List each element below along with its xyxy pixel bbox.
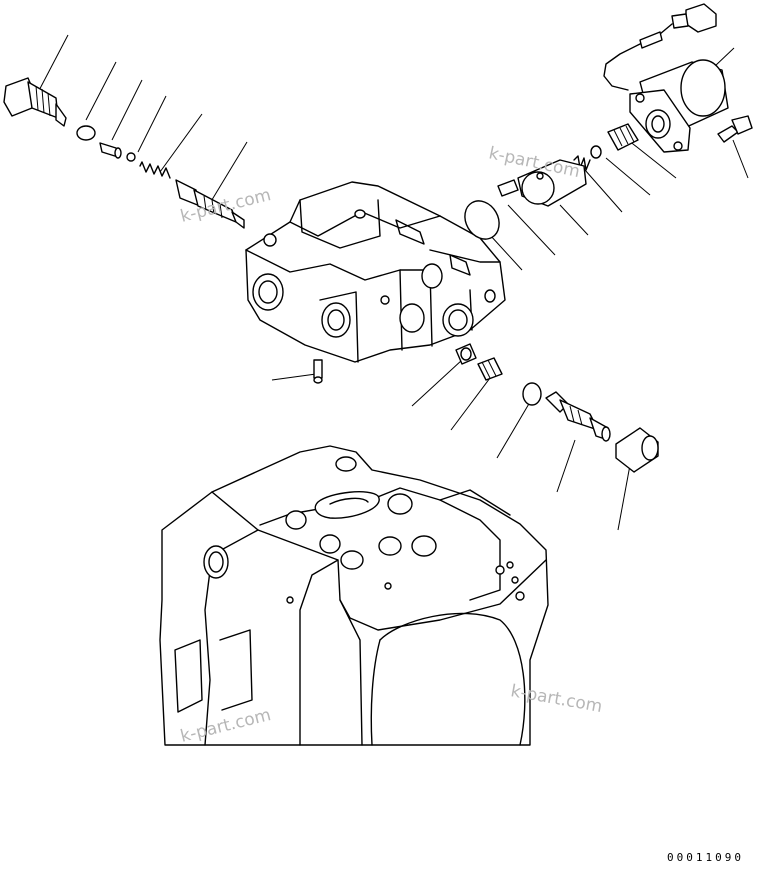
o-ring-large bbox=[464, 200, 500, 240]
pump-housing bbox=[159, 445, 549, 746]
sleeve bbox=[517, 159, 587, 207]
drawing-code: 00011090 bbox=[667, 851, 744, 864]
o-ring-lower bbox=[522, 382, 542, 406]
valve-body-upper bbox=[245, 181, 506, 363]
pin-small bbox=[99, 142, 122, 159]
spring-small bbox=[139, 161, 171, 179]
solenoid-connector bbox=[603, 3, 717, 91]
cap-nut bbox=[615, 427, 659, 473]
o-ring-right bbox=[590, 145, 602, 159]
ball bbox=[126, 152, 136, 162]
plug-assembly-left bbox=[3, 77, 67, 127]
leader-lines bbox=[33, 34, 749, 531]
solenoid bbox=[629, 59, 729, 153]
valve-spool-left bbox=[175, 179, 245, 229]
spring-right bbox=[607, 123, 639, 151]
pin-right bbox=[497, 179, 519, 197]
spring-coil-right bbox=[573, 155, 591, 171]
o-ring-small bbox=[76, 125, 96, 141]
plug-small-lower bbox=[455, 343, 477, 365]
valve-plug-lower bbox=[545, 391, 611, 442]
small-bolt-body bbox=[313, 359, 323, 384]
spring-lower bbox=[477, 357, 503, 381]
solenoid-bolt bbox=[717, 115, 753, 143]
